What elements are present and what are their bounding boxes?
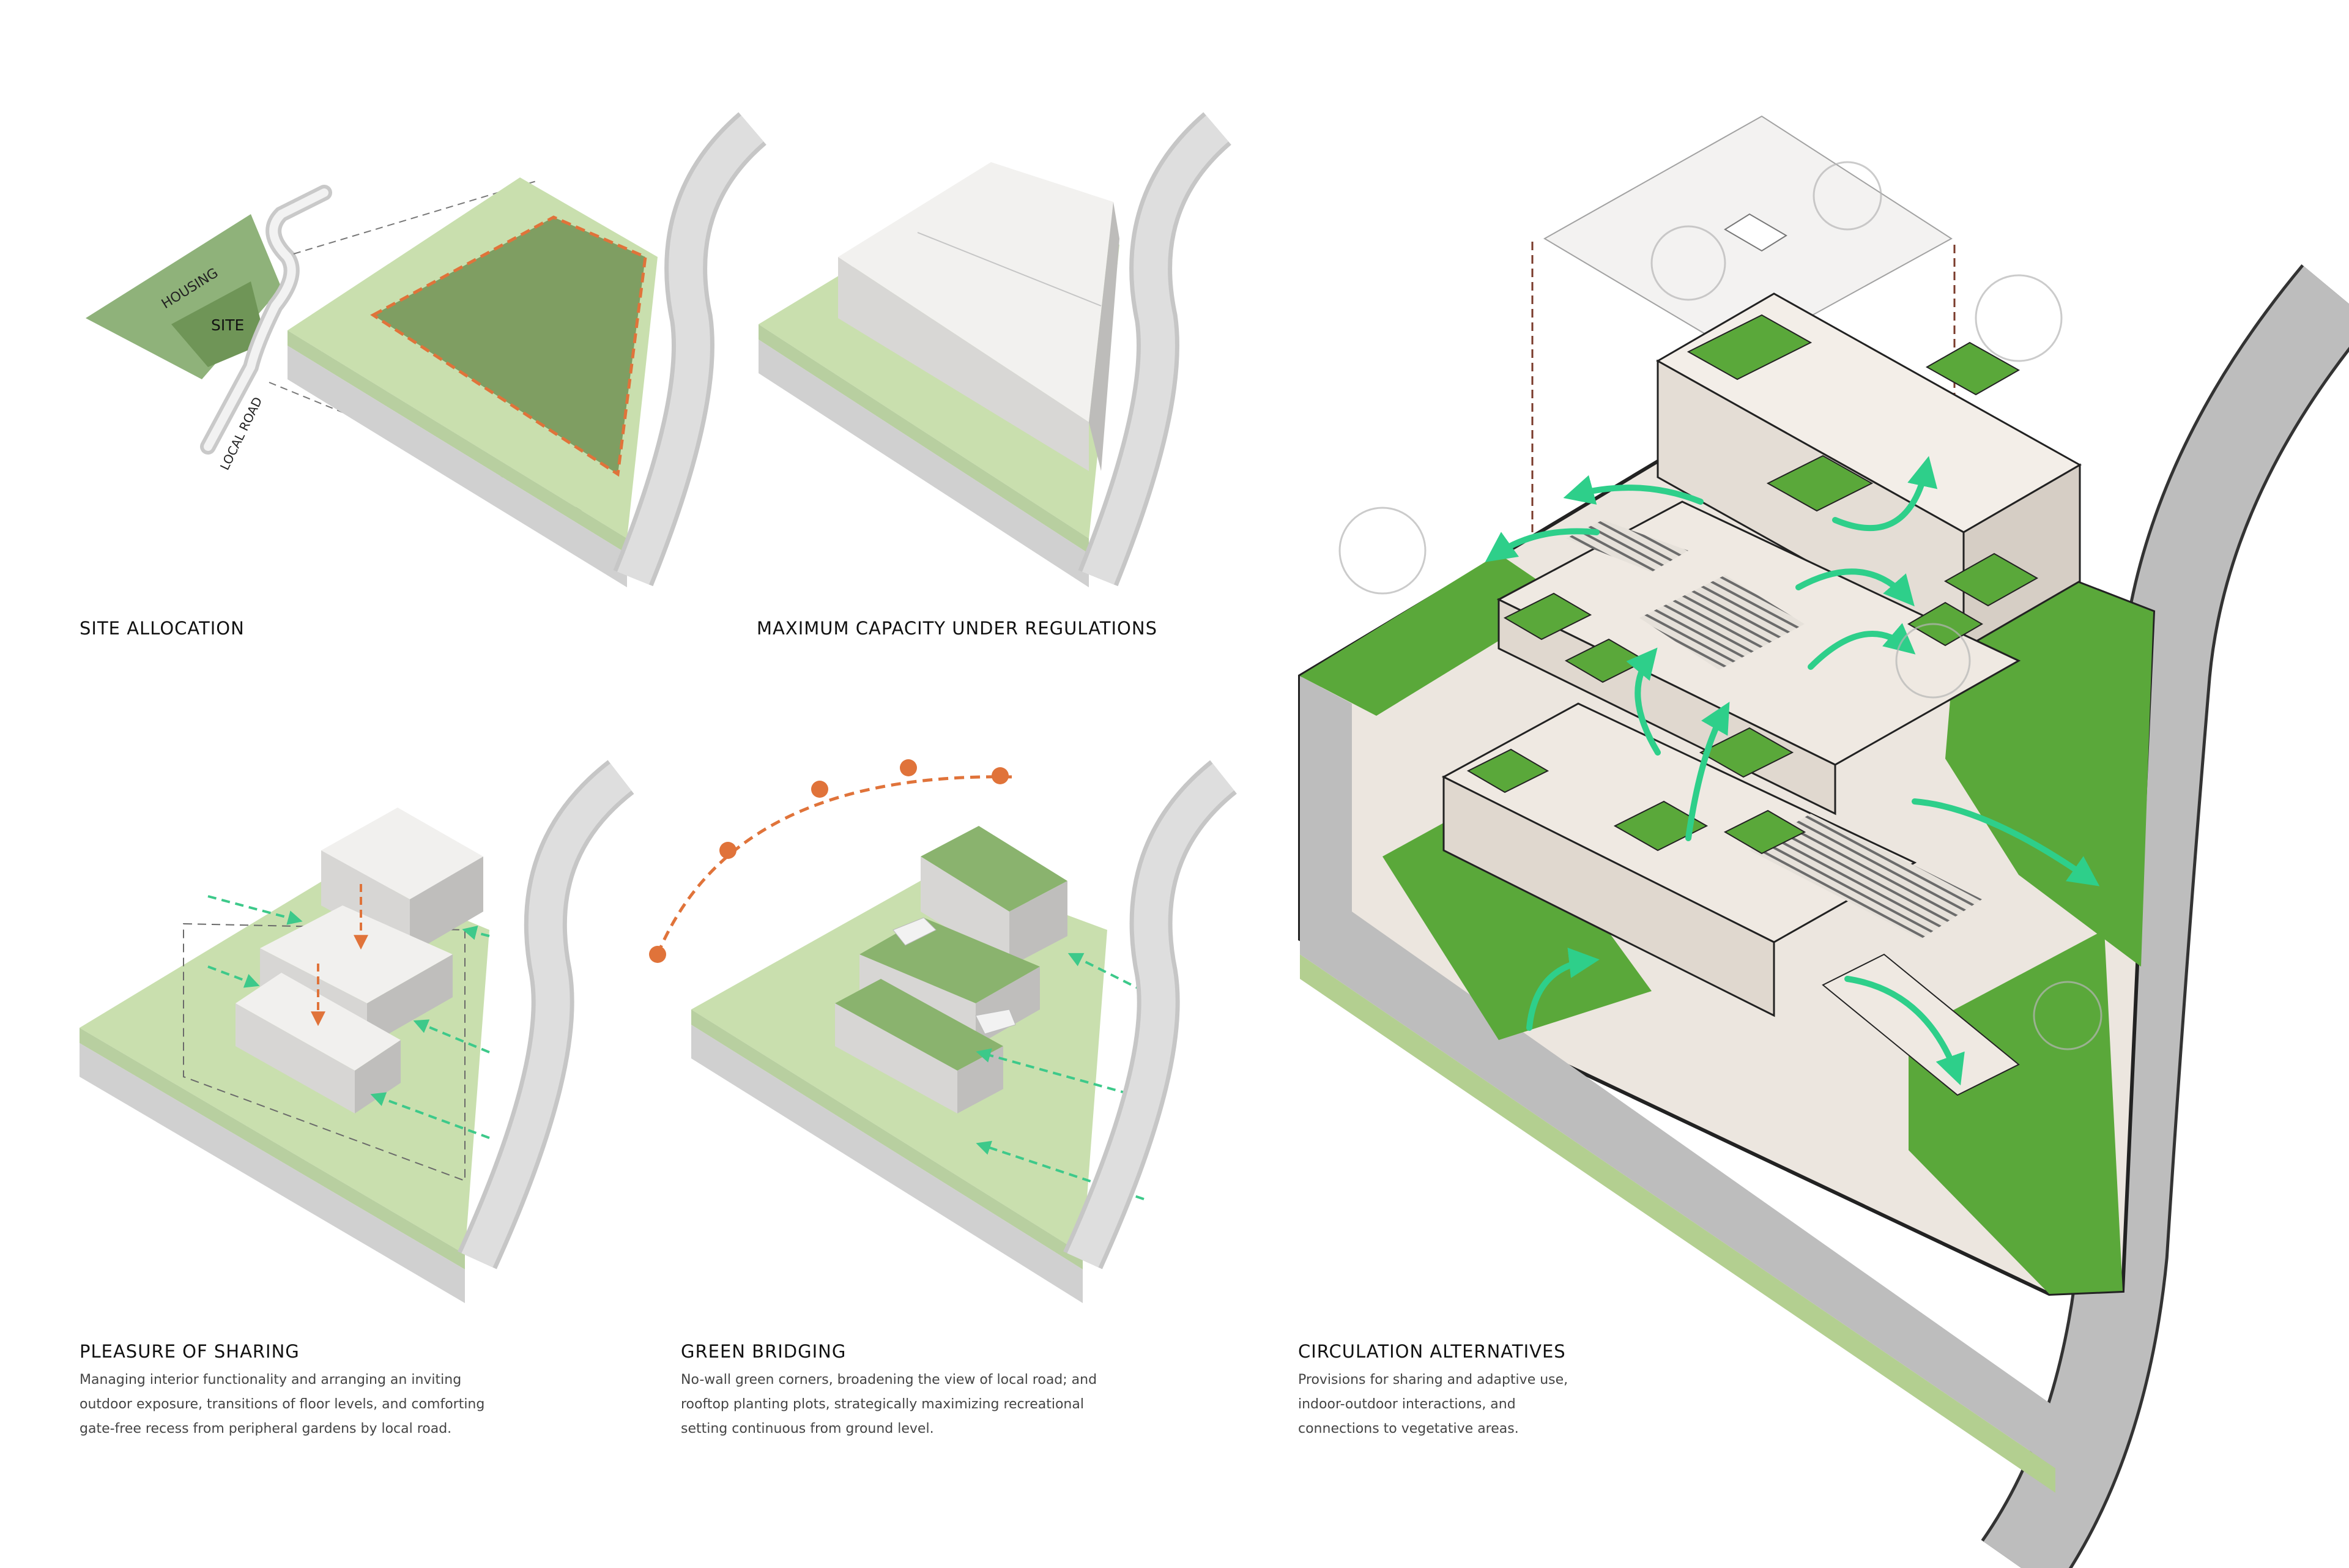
lawn-right [1945,538,2153,967]
central-stairs [1639,575,1805,670]
green-block-upper [921,826,1067,967]
mass-block-side [1089,202,1119,471]
title-green-bridging: GREEN BRIDGING [681,1341,847,1362]
caption-maximum-capacity: MAXIMUM CAPACITY UNDER REGULATIONS [757,618,1157,639]
desc-line: setting continuous from ground level. [681,1421,934,1436]
site-allocation-diagram [86,112,767,587]
sun-path [656,775,1016,955]
sun-icon [649,759,1009,963]
title-circulation-alternatives: CIRCULATION ALTERNATIVES [1298,1341,1566,1362]
caption-site-allocation: SITE ALLOCATION [80,618,245,639]
desc-pleasure-of-sharing: Managing interior functionality and arra… [80,1368,484,1441]
mass-block-top [838,162,1113,422]
desc-circulation-alternatives: Provisions for sharing and adaptive use,… [1298,1368,1568,1441]
left-road [1300,676,2055,1468]
pleasure-of-sharing-diagram [80,760,634,1303]
mass-block-front [838,257,1089,471]
walkway [1822,953,2020,1096]
desc-line: outdoor exposure, transitions of floor l… [80,1397,485,1412]
title-pleasure-of-sharing: PLEASURE OF SHARING [80,1341,300,1362]
circulation-axonometric [1298,115,2349,1568]
desc-green-bridging: No-wall green corners, broadening the vi… [681,1368,1097,1441]
desc-line: rooftop planting plots, strategically ma… [681,1397,1084,1412]
site-label: SITE [211,316,244,334]
caption-pleasure-of-sharing: PLEASURE OF SHARING Managing interior fu… [80,1341,484,1441]
lawn-left [1300,554,1566,716]
desc-line: indoor-outdoor interactions, and [1298,1397,1516,1412]
site-area [171,281,266,367]
caption-green-bridging: GREEN BRIDGING No-wall green corners, br… [681,1341,1097,1441]
tree-icons [1338,161,2102,1050]
grand-stairs [1750,814,1982,939]
desc-line: Provisions for sharing and adaptive use, [1298,1372,1568,1388]
green-block-lower [835,979,1003,1113]
circulation-arrows [1485,456,2100,1086]
desc-line: gate-free recess from peripheral gardens… [80,1421,452,1436]
caption-circulation-alternatives: CIRCULATION ALTERNATIVES Provisions for … [1298,1341,1568,1441]
title-maximum-capacity: MAXIMUM CAPACITY UNDER REGULATIONS [757,618,1157,639]
site-boundary [370,215,647,477]
title-site-allocation: SITE ALLOCATION [80,618,245,639]
green-bridging-diagram [649,759,1238,1303]
desc-line: connections to vegetative areas. [1298,1421,1519,1436]
desc-line: Managing interior functionality and arra… [80,1372,462,1388]
roof-gardens [1466,314,2039,855]
desc-line: No-wall green corners, broadening the vi… [681,1372,1097,1388]
maximum-capacity-diagram [759,112,1232,587]
site-road [288,346,627,587]
